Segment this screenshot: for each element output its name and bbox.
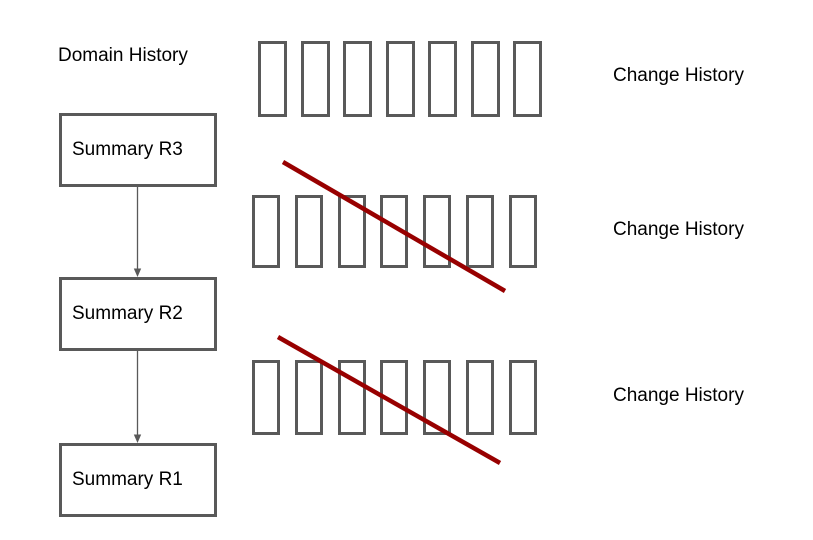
change-rect	[337, 195, 366, 268]
change-rect	[423, 195, 452, 268]
summary-r3-box: Summary R3	[59, 113, 217, 187]
change-rect	[465, 360, 494, 435]
change-history-label-2: Change History	[613, 219, 744, 240]
change-rect	[252, 195, 280, 268]
change-rect	[428, 41, 457, 117]
change-rect	[508, 360, 537, 435]
summary-r2-box: Summary R2	[59, 277, 217, 351]
change-history-label-1: Change History	[613, 65, 744, 86]
change-rect	[380, 195, 409, 268]
change-rect	[300, 41, 330, 117]
change-rect	[337, 360, 366, 435]
domain-history-title: Domain History	[58, 45, 188, 66]
summary-r1-box: Summary R1	[59, 443, 217, 517]
change-history-row-3	[252, 360, 537, 435]
summary-r3-label: Summary R3	[72, 139, 183, 160]
arrow-r3-to-r2	[133, 187, 142, 277]
change-rect	[508, 195, 537, 268]
arrow-r2-to-r1	[133, 351, 142, 443]
change-rect	[465, 195, 494, 268]
summary-r2-label: Summary R2	[72, 303, 183, 324]
change-rect	[294, 195, 323, 268]
change-rect	[258, 41, 287, 117]
summary-r1-label: Summary R1	[72, 469, 183, 490]
change-rect	[380, 360, 409, 435]
change-rect	[385, 41, 415, 117]
change-rect	[513, 41, 542, 117]
change-rect	[343, 41, 372, 117]
change-rect	[252, 360, 280, 435]
change-rect	[294, 360, 323, 435]
change-history-label-3: Change History	[613, 385, 744, 406]
change-history-row-2	[252, 195, 537, 268]
change-rect	[423, 360, 452, 435]
change-history-row-1	[258, 41, 542, 117]
change-rect	[470, 41, 500, 117]
